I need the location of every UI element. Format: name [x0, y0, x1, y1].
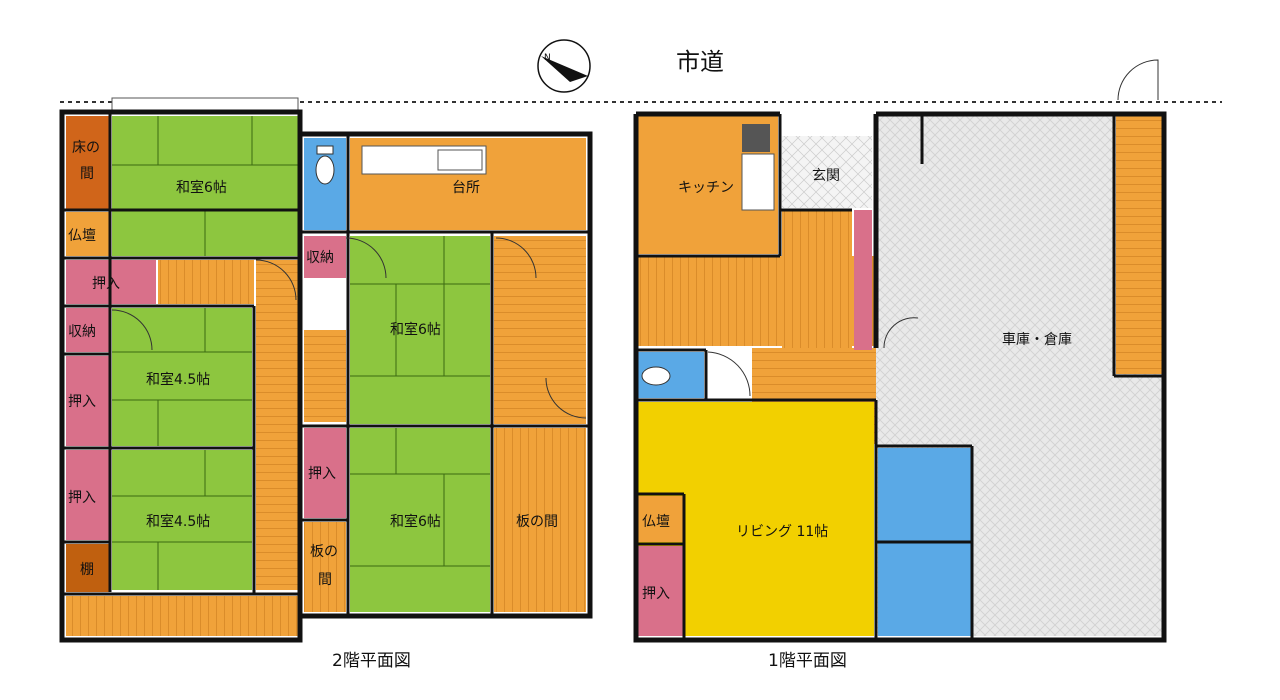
- floor2-plan: 床の 間 仏壇 押入 収納 押入 押入 棚 和室6帖 和室4.5帖 和室4.5帖…: [59, 97, 593, 671]
- shuno-a-label: 収納: [68, 324, 96, 340]
- butsudan-2f-label: 仏壇: [68, 227, 96, 244]
- itanoma-small-area: [304, 522, 346, 612]
- stairs-2f-b: [542, 236, 586, 374]
- hall-2f-left: [256, 260, 298, 590]
- garage-label: 車庫・倉庫: [1002, 331, 1072, 348]
- stairs-1f-b: [1116, 116, 1162, 374]
- closet-1f: [854, 210, 872, 350]
- oshiire-a-label: 押入: [92, 276, 120, 292]
- oshiire-b-area: [66, 356, 110, 446]
- stairs-1f: [706, 258, 780, 304]
- veranda-2f: [66, 596, 298, 636]
- butsudan-1f-area: [638, 496, 684, 542]
- itanoma-area: [494, 428, 586, 612]
- washitsu45-b-area: [112, 450, 252, 590]
- svg-text:N: N: [544, 53, 551, 63]
- washitsu45-a-area: [112, 308, 252, 446]
- floor1-plan: キッチン 玄関 車庫・倉庫 リビング 11帖 仏壇 押入 1階平面図: [633, 59, 1167, 671]
- floor2-caption: 2階平面図: [332, 651, 411, 671]
- shuno-a-area: [66, 308, 110, 352]
- washitsu6-b-area: [350, 236, 490, 424]
- washitsu6-b-label: 和室6帖: [390, 321, 441, 338]
- oshiire-1f-area: [638, 546, 684, 636]
- washitsu6-c-label: 和室6帖: [390, 513, 441, 530]
- itanoma-label: 板の間: [516, 514, 558, 530]
- butsudan-1f-label: 仏壇: [642, 513, 670, 530]
- toko-label-2: 間: [80, 166, 94, 182]
- washitsu6-a-label: 和室6帖: [176, 179, 227, 196]
- itanoma-small-label-2: 間: [318, 572, 332, 588]
- oshiire-c-area: [66, 450, 110, 540]
- living-label: リビング 11帖: [736, 524, 828, 540]
- floor1-caption: 1階平面図: [768, 651, 847, 671]
- toko-area: [66, 116, 110, 210]
- oshiire-d-label: 押入: [308, 466, 336, 482]
- tana-label: 棚: [80, 562, 94, 578]
- washitsu6-c-area: [350, 428, 490, 612]
- compass-icon: N: [537, 39, 591, 93]
- kitchen-label: キッチン: [678, 180, 734, 196]
- hall-2f-mid: [304, 330, 346, 422]
- washitsu45-a-label: 和室4.5帖: [146, 371, 210, 388]
- oshiire-1f-label: 押入: [642, 586, 670, 602]
- street-label: 市道: [676, 48, 724, 76]
- butsudan-area-2f: [66, 212, 110, 256]
- genkan-label: 玄関: [812, 167, 840, 184]
- oshiire-c-label: 押入: [68, 490, 96, 506]
- hall-1f-2: [782, 210, 852, 350]
- oshiire-d-area: [304, 428, 346, 518]
- shuno-b-label: 収納: [306, 250, 334, 266]
- toko-label: 床の: [72, 140, 100, 156]
- tana-area: [66, 544, 110, 592]
- oshiire-b-label: 押入: [68, 394, 96, 410]
- genkan-area: [782, 136, 872, 208]
- washitsu45-b-label: 和室4.5帖: [146, 513, 210, 530]
- itanoma-small-label: 板の: [310, 544, 338, 560]
- daidokoro-label: 台所: [452, 180, 480, 196]
- shuno-b-area: [304, 236, 346, 278]
- stairs-2f-a: [158, 260, 254, 304]
